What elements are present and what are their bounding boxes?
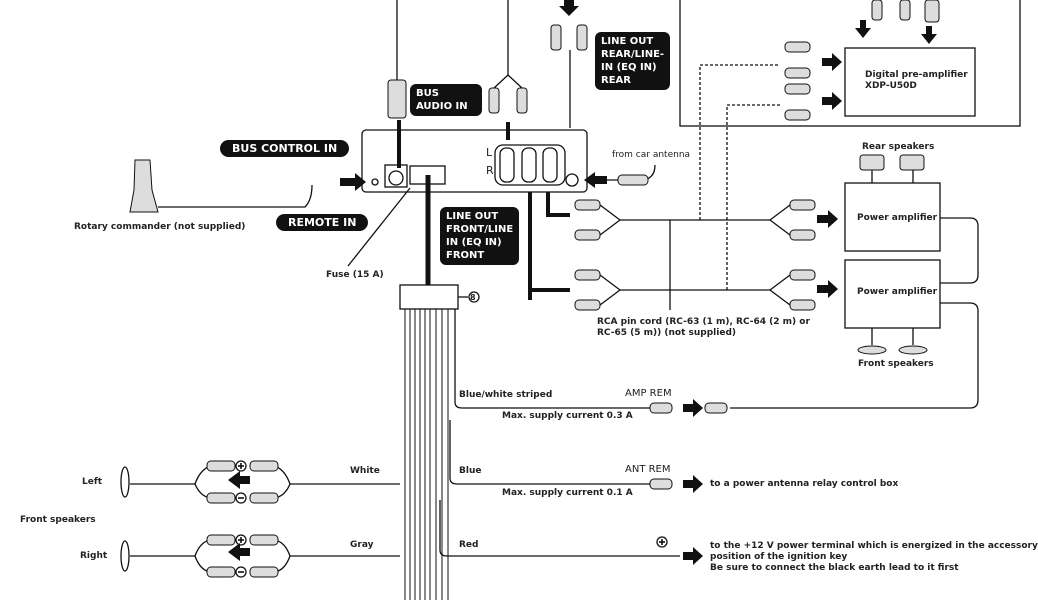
blue-white-wire-label: Blue/white striped bbox=[459, 390, 553, 400]
arrow-icon bbox=[340, 173, 366, 191]
arrow-icon bbox=[817, 280, 838, 298]
line-out-front-line3: IN (EQ IN) bbox=[446, 237, 502, 248]
arrow-icon bbox=[921, 26, 937, 44]
left-speaker-icon bbox=[120, 466, 130, 498]
front-speakers-bottom-label: Front speakers bbox=[20, 515, 96, 525]
preamp-box bbox=[844, 47, 976, 117]
front-speaker-icon bbox=[857, 345, 887, 355]
line-out-front-line4: FRONT bbox=[446, 250, 485, 261]
arrow-icon bbox=[822, 53, 842, 71]
arrow-icon bbox=[228, 471, 250, 489]
bus-audio-in-label: BUS AUDIO IN bbox=[410, 84, 482, 116]
connector-number: 8 bbox=[470, 293, 476, 302]
line-out-front-line1: LINE OUT bbox=[446, 211, 499, 222]
rotary-commander-icon bbox=[129, 159, 159, 213]
bus-control-in-label: BUS CONTROL IN bbox=[220, 140, 350, 157]
ant-rem-label: ANT REM bbox=[625, 464, 671, 475]
arrow-icon bbox=[584, 172, 607, 188]
blue-wire-label: Blue bbox=[459, 466, 482, 476]
ant-rem-current: Max. supply current 0.1 A bbox=[502, 488, 633, 498]
preamp-line2: XDP-U50D bbox=[865, 81, 917, 91]
remote-in-text: REMOTE IN bbox=[288, 216, 357, 229]
rear-speakers-label: Rear speakers bbox=[862, 142, 935, 152]
arrow-icon bbox=[817, 210, 838, 228]
arrow-icon bbox=[683, 399, 703, 417]
line-out-rear-label: LINE OUT REAR/LINE- IN (EQ IN) REAR bbox=[595, 32, 671, 90]
rear-speaker-icon bbox=[859, 154, 885, 171]
preamp-line1: Digital pre-amplifier bbox=[865, 70, 968, 80]
front-speakers-top-label: Front speakers bbox=[858, 359, 934, 369]
line-out-rear-line2: REAR/LINE- bbox=[601, 49, 665, 60]
power-amplifier-1-label: Power amplifier bbox=[857, 213, 938, 223]
red-wire-destination: to the +12 V power terminal which is ene… bbox=[710, 541, 1038, 574]
right-speaker-label: Right bbox=[80, 551, 108, 561]
arrow-icon bbox=[822, 92, 842, 110]
gray-wire-label: Gray bbox=[350, 540, 374, 550]
rca-cord-line1: RCA pin cord (RC-63 (1 m), RC-64 (2 m) o… bbox=[597, 317, 810, 327]
line-out-rear-line4: REAR bbox=[601, 75, 631, 86]
white-wire-label: White bbox=[350, 466, 380, 476]
red-destination-line2: position of the ignition key bbox=[710, 552, 848, 562]
channel-r-label: R bbox=[486, 164, 494, 177]
rca-cord-line2: RC-65 (5 m)) (not supplied) bbox=[597, 328, 736, 338]
remote-in-port bbox=[371, 178, 379, 186]
bus-control-port bbox=[384, 164, 408, 188]
amp-rem-current: Max. supply current 0.3 A bbox=[502, 411, 633, 421]
preamp-name: Digital pre-amplifier XDP-U50D bbox=[865, 70, 968, 92]
rca-jack-panel bbox=[494, 144, 566, 186]
power-amplifier-front-box bbox=[844, 259, 941, 329]
bus-audio-in-text: BUS AUDIO IN bbox=[416, 88, 468, 112]
front-speaker-icon bbox=[898, 345, 928, 355]
arrow-icon bbox=[683, 547, 703, 565]
channel-l-label: L bbox=[486, 146, 493, 159]
arrow-icon bbox=[855, 20, 871, 38]
bus-cable-plug-icon bbox=[387, 79, 407, 119]
red-destination-line1: to the +12 V power terminal which is ene… bbox=[710, 541, 1038, 551]
power-amplifier-rear-box bbox=[844, 182, 941, 252]
arrow-icon bbox=[228, 543, 250, 561]
arrow-icon bbox=[559, 0, 579, 16]
ant-rem-destination: to a power antenna relay control box bbox=[710, 479, 899, 489]
amp-rem-label: AMP REM bbox=[625, 388, 672, 399]
preamp-outer-frame bbox=[679, 0, 1021, 127]
line-out-front-line2: FRONT/LINE bbox=[446, 224, 514, 235]
rotary-commander-label: Rotary commander (not supplied) bbox=[74, 222, 246, 232]
red-wire-label: Red bbox=[459, 540, 479, 550]
power-amplifier-2-label: Power amplifier bbox=[857, 287, 938, 297]
line-out-rear-line3: IN (EQ IN) bbox=[601, 62, 657, 73]
rca-cord-label: RCA pin cord (RC-63 (1 m), RC-64 (2 m) o… bbox=[597, 317, 810, 339]
arrow-icon bbox=[683, 475, 703, 493]
antenna-plug-icon bbox=[617, 174, 649, 186]
left-speaker-label: Left bbox=[82, 477, 103, 487]
bus-control-in-text: BUS CONTROL IN bbox=[232, 142, 338, 155]
head-unit-box bbox=[361, 129, 588, 193]
fuse-label: Fuse (15 A) bbox=[326, 270, 384, 280]
harness-connector bbox=[399, 284, 459, 310]
right-speaker-icon bbox=[120, 540, 130, 572]
antenna-port bbox=[565, 173, 579, 187]
remote-in-label: REMOTE IN bbox=[276, 214, 369, 231]
rear-speaker-icon bbox=[899, 154, 925, 171]
line-out-rear-line1: LINE OUT bbox=[601, 36, 654, 47]
red-destination-line3: Be sure to connect the black earth lead … bbox=[710, 563, 959, 573]
from-car-antenna-label: from car antenna bbox=[612, 150, 691, 160]
line-out-front-label: LINE OUT FRONT/LINE IN (EQ IN) FRONT bbox=[440, 207, 520, 265]
